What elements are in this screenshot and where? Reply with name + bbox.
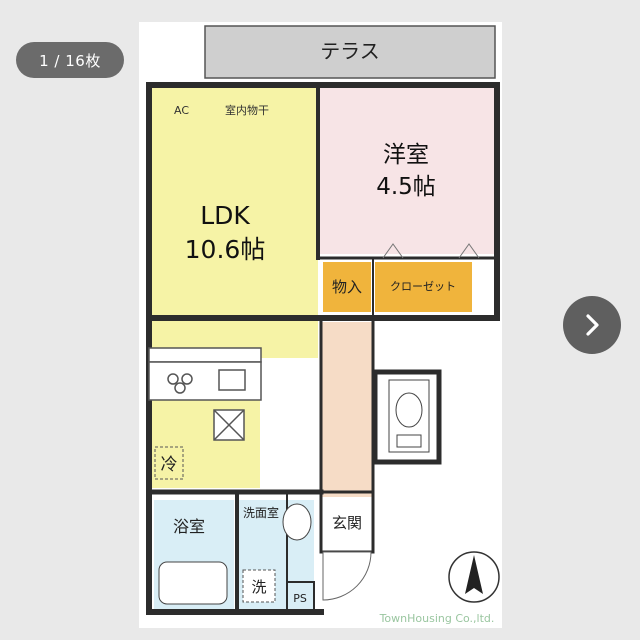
floor-plan-image: テラス 冷 bbox=[139, 22, 502, 628]
ps-label: PS bbox=[293, 592, 307, 605]
closet-room bbox=[375, 262, 472, 312]
hallway bbox=[321, 322, 373, 497]
storage-label: 物入 bbox=[332, 278, 362, 296]
toilet-fixture bbox=[388, 379, 430, 453]
north-arrow-icon bbox=[448, 551, 500, 603]
storage-room bbox=[323, 262, 371, 312]
western-room bbox=[319, 88, 494, 254]
fridge-space bbox=[154, 446, 184, 480]
closet-label: クローゼット bbox=[390, 280, 456, 293]
washbasin bbox=[282, 503, 312, 541]
terrace-area bbox=[204, 25, 496, 79]
ldk-size: 10.6帖 bbox=[185, 235, 266, 264]
ac-label: AC bbox=[174, 104, 189, 117]
credit-watermark: TownHousing Co.,ltd. bbox=[379, 612, 495, 625]
western-name: 洋室 bbox=[383, 142, 429, 168]
washroom-label: 洗面室 bbox=[243, 505, 279, 520]
terrace-label: テラス bbox=[320, 39, 380, 63]
entrance-label: 玄関 bbox=[332, 514, 362, 532]
bath-label: 浴室 bbox=[173, 517, 205, 536]
entrance-door bbox=[322, 551, 372, 601]
western-size: 4.5帖 bbox=[376, 174, 436, 200]
image-counter: 1 / 16枚 bbox=[16, 42, 124, 78]
next-image-button[interactable] bbox=[563, 296, 621, 354]
fridge-label: 冷 bbox=[161, 455, 178, 475]
bathtub bbox=[158, 561, 228, 605]
ldk-room bbox=[152, 88, 318, 358]
washer-label: 洗 bbox=[251, 578, 266, 596]
chevron-right-icon bbox=[586, 314, 599, 336]
ldk-name: LDK bbox=[200, 201, 250, 230]
washer-space bbox=[242, 569, 276, 603]
kitchen-counter bbox=[148, 347, 262, 441]
indoor-dry-label: 室内物干 bbox=[225, 103, 269, 117]
